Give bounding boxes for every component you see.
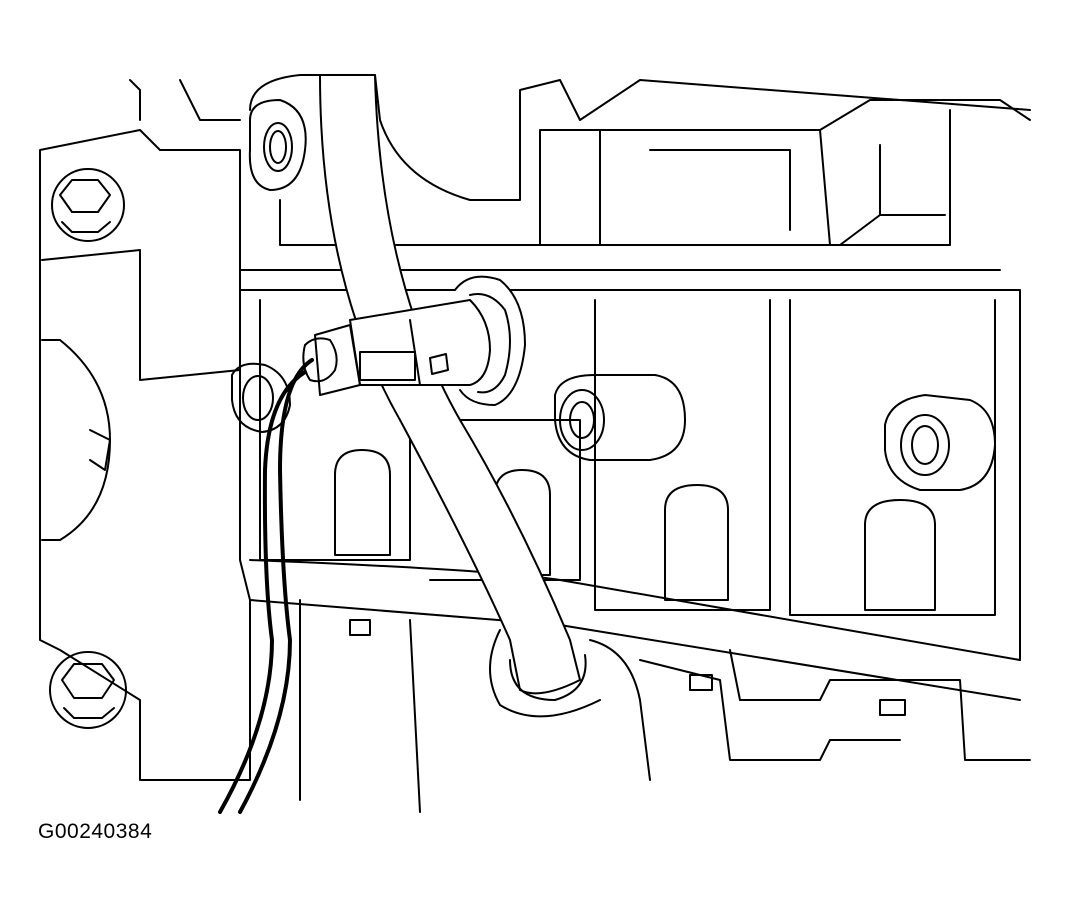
- sensor-wires: [218, 358, 314, 814]
- lower-edges: [299, 599, 421, 813]
- bolt-top-left: [51, 168, 125, 242]
- bolt-bottom-left: [49, 651, 127, 729]
- pan-rail: [349, 619, 1031, 781]
- figure-id-label: G00240384: [38, 820, 153, 843]
- pockets: [334, 449, 936, 611]
- sensor-assembly: [302, 275, 526, 406]
- left-bracket: [39, 79, 251, 781]
- block-bosses: [231, 362, 996, 491]
- boss-top: [248, 99, 307, 191]
